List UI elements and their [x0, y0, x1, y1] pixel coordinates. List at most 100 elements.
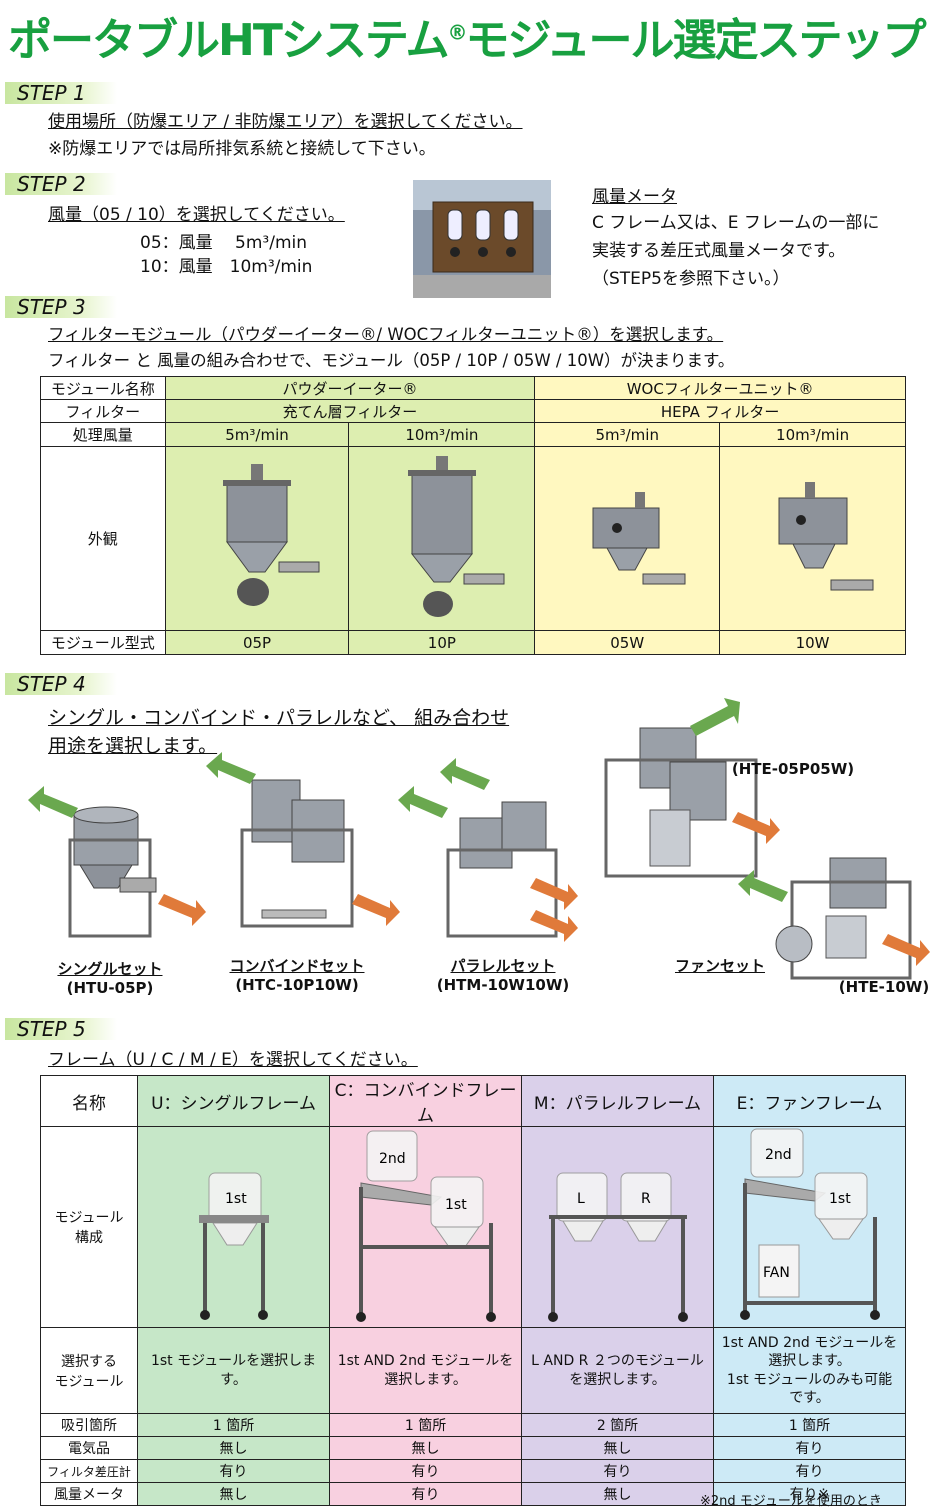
powder-eater-name: パウダーイーター®	[164, 376, 536, 400]
suction-e: 1 箇所	[713, 1413, 906, 1437]
flow-meter-photo	[413, 180, 551, 298]
step2-label: STEP 2	[5, 173, 117, 195]
select-m: L AND R ２つのモジュールを選択します。	[521, 1327, 714, 1414]
frame-m-drawing: L R	[521, 1126, 714, 1328]
step5-label: STEP 5	[5, 1018, 117, 1040]
flow-05p: 5m³/min	[164, 422, 350, 447]
flow-arrow-icon	[28, 698, 788, 902]
row-label-suction: 吸引箇所	[39, 1413, 139, 1437]
filter-module-illustration	[592, 491, 686, 584]
footnote: ※2nd モジュールを使用のとき	[700, 1494, 882, 1509]
model-10w: 10W	[719, 630, 906, 655]
electrical-e: 有り	[713, 1436, 906, 1460]
fan-set-bottom-drawing	[775, 857, 912, 980]
meter-desc-1: C フレーム又は、E フレームの一部に	[592, 213, 880, 233]
tag-2nd: 2nd	[379, 1151, 406, 1167]
electrical-c: 無し	[329, 1436, 523, 1460]
combined-set-drawing	[240, 779, 354, 928]
filter-module-illustration	[223, 463, 320, 606]
step3-line1: フィルターモジュール（パウダーイーター®/ WOCフィルターユニット®）を選択し…	[48, 325, 724, 344]
row-label-appearance: 外観	[40, 446, 166, 631]
row-label-name: モジュール名称	[40, 376, 166, 400]
flow-meter-c: 有り	[329, 1482, 523, 1506]
row-label-dp-gauge: フィルタ差圧計	[39, 1459, 139, 1483]
filter-module-illustration	[407, 455, 505, 617]
row-label-flow-meter: 風量メータ	[39, 1482, 139, 1506]
suction-u: 1 箇所	[137, 1413, 331, 1437]
row-label-model: モジュール型式	[40, 630, 166, 655]
fan-set-code-bottom: (HTE-10W)	[838, 978, 930, 996]
step1-line1: 使用場所（防爆エリア / 非防爆エリア）を選択してください。	[48, 112, 523, 132]
step1-label: STEP 1	[5, 82, 117, 104]
row-label-select-module: 選択する モジュール	[39, 1327, 139, 1414]
step5-line1: フレーム（U / C / M / E）を選択してください。	[48, 1050, 418, 1070]
system-set-illustration	[28, 698, 930, 980]
frame-illustration: 2nd 1st FAN	[739, 1128, 880, 1320]
step4-line1: シングル・コンバインド・パラレルなど、 組み合わせ	[48, 707, 510, 729]
select-e: 1st AND 2nd モジュールを選択します。 1st モジュールのみも可能で…	[713, 1327, 906, 1414]
appearance-10w	[719, 446, 906, 631]
flow-meter-e: 有り※	[713, 1482, 906, 1506]
row-label-filter: フィルター	[40, 399, 166, 423]
frame-header-u: U：シングルフレーム	[137, 1075, 331, 1127]
row-label-electrical: 電気品	[39, 1436, 139, 1460]
powder-eater-filter: 充てん層フィルター	[164, 399, 536, 423]
dp-gauge-e: 有り	[713, 1459, 906, 1483]
frame-header-e: E：ファンフレーム	[713, 1075, 906, 1127]
suction-m: 2 箇所	[521, 1413, 714, 1437]
appearance-05w	[534, 446, 721, 631]
frame-illustration: 2nd 1st	[355, 1130, 496, 1322]
model-05w: 05W	[534, 630, 721, 655]
select-c: 1st AND 2nd モジュールを選択します。	[329, 1327, 523, 1414]
frame-c-drawing: 2nd 1st	[329, 1126, 523, 1328]
frame-header-m: M：パラレルフレーム	[521, 1075, 714, 1127]
step3-label: STEP 3	[5, 296, 117, 318]
dp-gauge-u: 有り	[137, 1459, 331, 1483]
tag-fan: FAN	[763, 1265, 790, 1281]
page-title: ポータブルHTシステム®モジュール選定ステップ	[8, 15, 926, 66]
tag-L: L	[577, 1191, 585, 1207]
single-set-label: シングルセット (HTU-05P)	[57, 960, 163, 997]
module-table: モジュール名称 パウダーイーター® WOCフィルターユニット® フィルター 充て…	[40, 376, 906, 655]
meter-title: 風量メータ	[592, 187, 677, 207]
frame-u-drawing: 1st	[137, 1126, 331, 1328]
tag-R: R	[641, 1191, 651, 1207]
parallel-set-drawing	[446, 801, 558, 938]
single-set-drawing	[68, 806, 157, 938]
dp-gauge-m: 有り	[521, 1459, 714, 1483]
flow-meter-u: 無し	[137, 1482, 331, 1506]
tag-1st: 1st	[829, 1191, 851, 1207]
appearance-05p	[164, 446, 350, 631]
step2-line1: 風量（05 / 10）を選択してください。	[48, 205, 345, 225]
select-u: 1st モジュールを選択します。	[137, 1327, 331, 1414]
row-label-module-config: モジュール 構成	[39, 1126, 139, 1328]
step2-option-05: 05：風量 5m³/min	[140, 233, 308, 253]
step1-line2: ※防爆エリアでは局所排気系統と接続して下さい。	[48, 139, 436, 159]
frame-header-c: C：コンバインドフレーム	[329, 1075, 523, 1127]
tag-1st: 1st	[445, 1197, 467, 1213]
frame-illustration: 1st	[198, 1172, 269, 1320]
combined-set-label: コンバインドセット (HTC-10P10W)	[229, 957, 365, 994]
meter-desc-2: 実装する差圧式風量メータです。	[592, 241, 846, 261]
woc-name: WOCフィルターユニット®	[534, 376, 906, 400]
tag-1st: 1st	[225, 1191, 247, 1207]
meter-desc-3: （STEP5を参照下さい。）	[592, 269, 790, 289]
flow-10w: 10m³/min	[719, 422, 906, 447]
woc-filter: HEPA フィルター	[534, 399, 906, 423]
filter-module-illustration	[778, 481, 874, 590]
flow-10p: 10m³/min	[348, 422, 536, 447]
frame-illustration: L R	[547, 1172, 688, 1322]
fan-set-top-drawing	[604, 727, 758, 878]
appearance-10p	[348, 446, 536, 631]
electrical-m: 無し	[521, 1436, 714, 1460]
suction-c: 1 箇所	[329, 1413, 523, 1437]
fan-set-code-top: (HTE-05P05W)	[731, 760, 855, 778]
flow-05w: 5m³/min	[534, 422, 721, 447]
frame-table: 名称 U：シングルフレーム C：コンバインドフレーム M：パラレルフレーム E：…	[39, 1075, 906, 1506]
model-05p: 05P	[164, 630, 350, 655]
model-10p: 10P	[348, 630, 536, 655]
step3-line2: フィルター と 風量の組み合わせで、モジュール（05P / 10P / 05W …	[48, 351, 735, 370]
row-label-flow: 処理風量	[40, 422, 166, 447]
parallel-set-label: パラレルセット (HTM-10W10W)	[436, 957, 570, 994]
frame-header-name: 名称	[39, 1075, 139, 1127]
